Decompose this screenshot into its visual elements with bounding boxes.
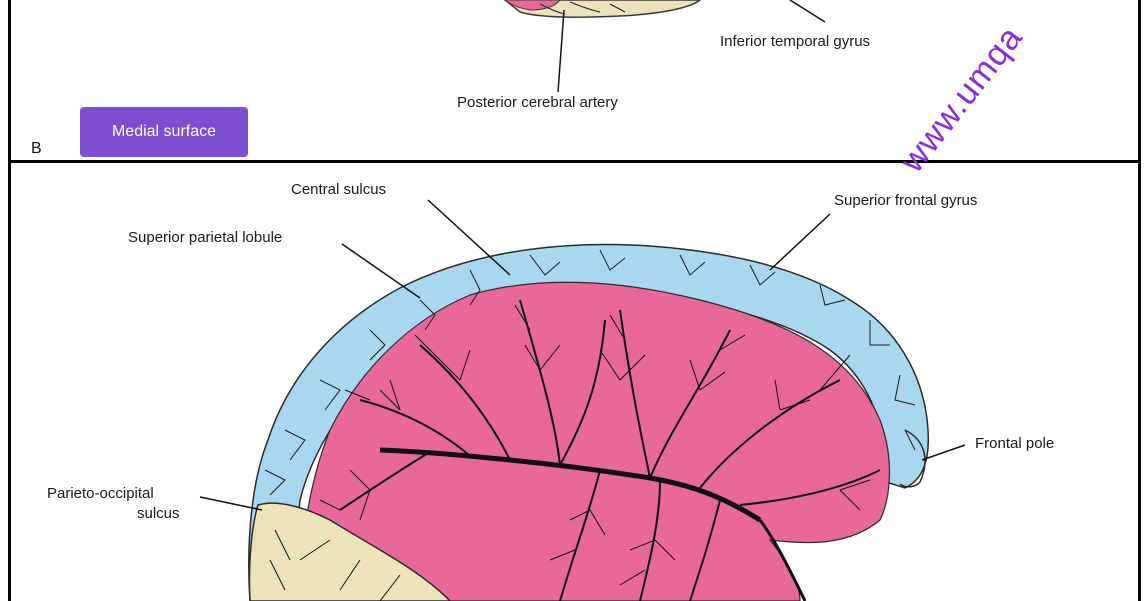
top-panel-brain (503, 0, 702, 18)
label-posterior-cerebral-artery: Posterior cerebral artery (457, 94, 618, 111)
label-parieto-occipital-line2: sulcus (137, 505, 180, 522)
medial-surface-button-label: Medial surface (111, 123, 217, 140)
label-frontal-pole: Frontal pole (975, 435, 1055, 452)
label-parieto-occipital-line1: Parieto-occipital (47, 485, 154, 502)
panel-divider (8, 160, 1141, 163)
artery-twigs (269, 304, 871, 601)
medial-brain (248, 243, 930, 601)
gyrus-squiggles (264, 249, 916, 496)
label-inferior-temporal-gyrus: Inferior temporal gyrus (720, 33, 871, 50)
medial-surface-button[interactable]: Medial surface (80, 107, 248, 157)
cortex-pink-region (299, 281, 891, 601)
frame-right-border (1138, 0, 1141, 601)
label-superior-frontal-gyrus: Superior frontal gyrus (834, 192, 978, 209)
label-superior-parietal-lobule: Superior parietal lobule (128, 229, 283, 246)
leader-posterior-cerebral-artery (557, 9, 565, 93)
panel-letter: B (31, 140, 42, 157)
label-central-sulcus: Central sulcus (291, 181, 387, 198)
leader-inferior-temporal-gyrus (789, 0, 826, 23)
leader-lines (199, 199, 966, 511)
occipital-tan-region (248, 502, 452, 601)
main-artery (379, 447, 762, 523)
frame-left-border (8, 0, 11, 601)
